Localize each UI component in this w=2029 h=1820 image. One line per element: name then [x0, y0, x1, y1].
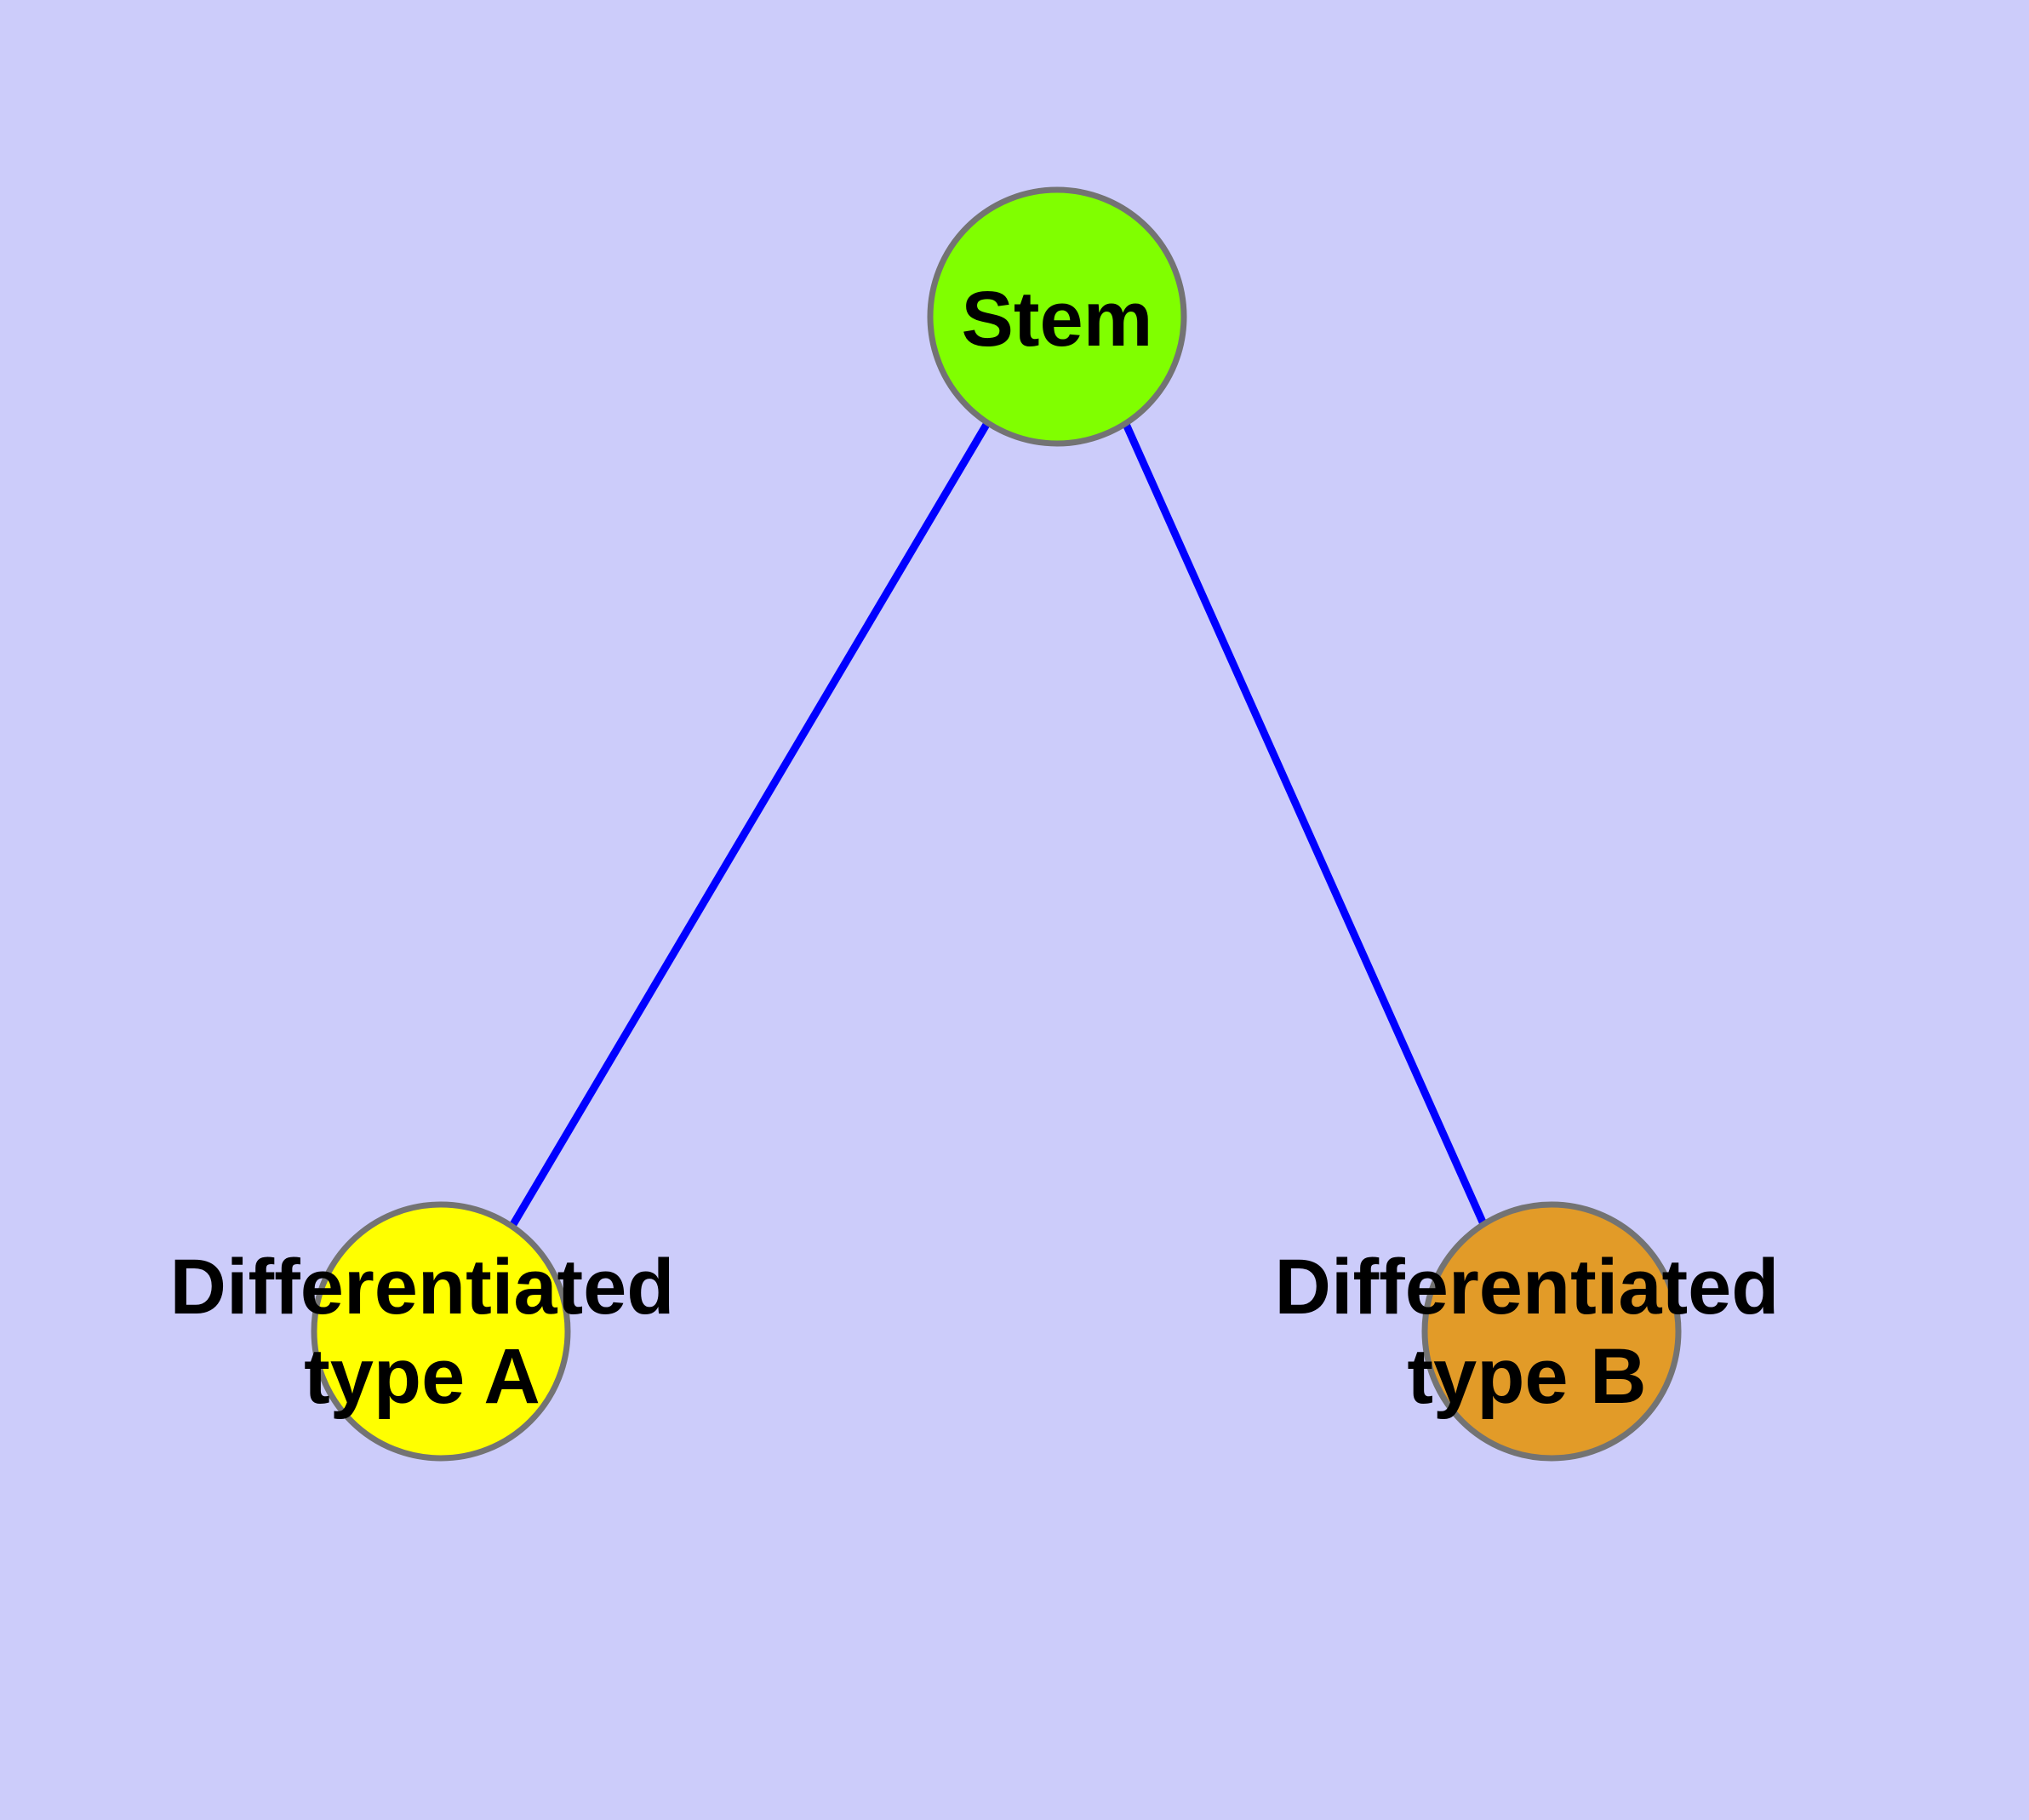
edge-layer — [509, 421, 1489, 1228]
edge-stem-to-type-b[interactable] — [1121, 421, 1489, 1228]
label-layer: Stem Differentiated type A Differentiate… — [170, 276, 1780, 1420]
edge-stem-to-type-a[interactable] — [509, 421, 991, 1228]
node-differentiated-type-b[interactable] — [1421, 1201, 1682, 1462]
node-label-differentiated-type-a-line2: type A — [304, 1333, 540, 1420]
node-layer — [311, 186, 1682, 1462]
node-label-differentiated-type-a-line1: Differentiated — [170, 1244, 675, 1331]
node-stem[interactable] — [927, 186, 1187, 447]
node-label-differentiated-type-b-line1: Differentiated — [1275, 1244, 1780, 1331]
node-label-stem: Stem — [962, 276, 1153, 363]
node-differentiated-type-a[interactable] — [311, 1201, 571, 1462]
node-label-differentiated-type-b-line2: type B — [1407, 1333, 1646, 1420]
